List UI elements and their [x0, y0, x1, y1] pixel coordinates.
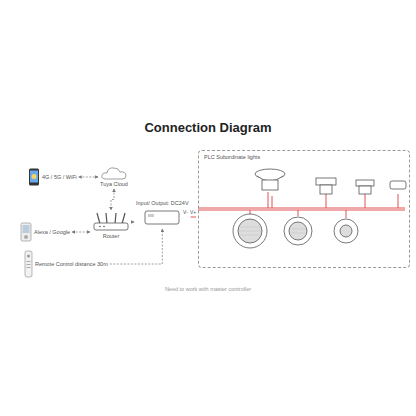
- remote-node: Remote Control distance 30m: [24, 250, 108, 278]
- node-text: Remote Control distance 30m: [35, 261, 108, 267]
- controller-icon: [144, 207, 180, 227]
- router-node: Router: [92, 212, 130, 239]
- node-text: Router: [103, 233, 120, 239]
- light-group-region: PLC Subordinate lights: [198, 150, 410, 268]
- controller-node: Input/ Output: DC24V: [136, 200, 189, 227]
- terminal-label: V+: [190, 209, 196, 215]
- caption: Need to work with master controller: [0, 286, 416, 292]
- connector: [79, 177, 98, 178]
- phone-node: 4G / 5G / WiFi: [28, 168, 77, 186]
- smart-speaker-icon: [20, 222, 32, 242]
- voice-assistant-node: Alexa / Google: [20, 222, 70, 242]
- node-text: Input/ Output: DC24V: [136, 200, 189, 206]
- node-text: Tuya Cloud: [100, 181, 128, 187]
- remote-icon: [24, 250, 33, 278]
- connector: [111, 189, 114, 210]
- node-text: 4G / 5G / WiFi: [42, 174, 77, 180]
- diagram-title: Connection Diagram: [0, 120, 416, 135]
- router-icon: [92, 212, 130, 232]
- node-text: PLC Subordinate lights: [204, 154, 260, 160]
- phone-icon: [28, 168, 40, 186]
- terminal-label: V-: [183, 209, 188, 215]
- connector: [191, 217, 196, 218]
- node-text: Alexa / Google: [34, 229, 70, 235]
- cloud-node: Tuya Cloud: [100, 166, 128, 187]
- cloud-icon: [101, 166, 127, 180]
- connector: [72, 232, 90, 233]
- connector: [132, 222, 134, 223]
